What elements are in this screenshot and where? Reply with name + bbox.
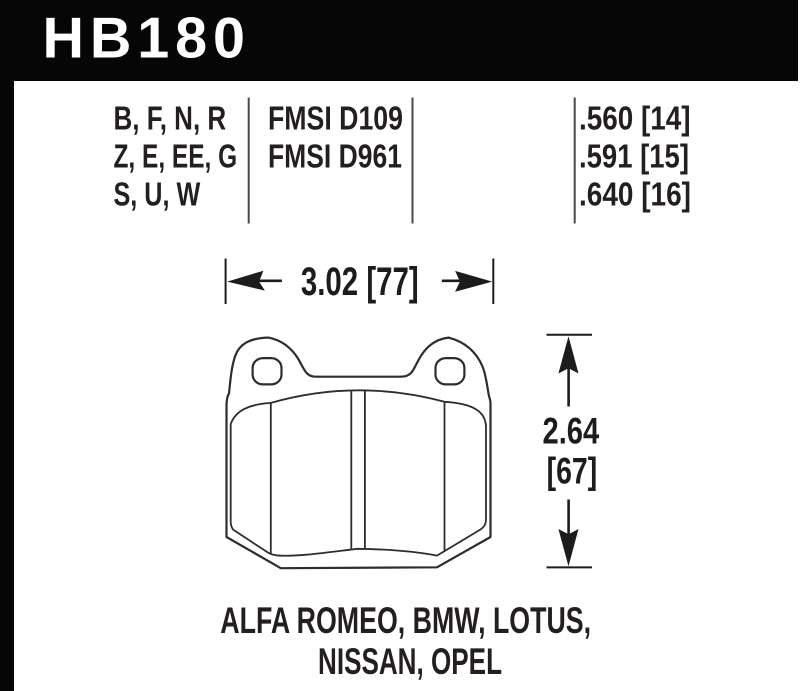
compounds-row-3: S, U, W [114, 176, 201, 213]
left-border-strip [0, 81, 14, 691]
part-number-banner [0, 0, 798, 81]
height-arrow-top-head [558, 336, 579, 374]
compounds-row-1: B, F, N, R [114, 100, 227, 137]
width-dimension-label: 3.02 [77] [301, 260, 419, 304]
spec-table: B, F, N, R Z, E, EE, G S, U, W FMSI D109… [114, 100, 692, 213]
spec-table-dividers [247, 97, 576, 224]
width-arrow-left-head [227, 270, 265, 291]
width-arrow-right-head [455, 270, 493, 292]
part-number: HB180 [43, 7, 246, 71]
fmsi-row-1: FMSI D109 [268, 100, 403, 137]
applications-line-2: NISSAN, OPEL [318, 641, 502, 682]
thickness-row-3: .640 [16] [579, 176, 691, 213]
fmsi-row-2: FMSI D961 [268, 138, 402, 175]
compounds-row-2: Z, E, EE, G [114, 138, 238, 175]
pad-friction-material-outline [229, 389, 487, 557]
width-dimension [224, 258, 495, 304]
pad-backing-plate-outline [225, 336, 492, 570]
pad-mounting-hole-right [434, 357, 466, 386]
height-dimension [546, 333, 592, 569]
brake-pad-drawing [225, 336, 492, 570]
height-dimension-label-inches: 2.64 [543, 410, 600, 452]
thickness-row-1: .560 [14] [579, 100, 691, 137]
height-dimension-label-mm: [67] [547, 450, 598, 492]
pad-mounting-hole-left [251, 357, 283, 386]
thickness-row-2: .591 [15] [579, 138, 689, 175]
height-arrow-bottom-head [558, 529, 579, 567]
applications: ALFA ROMEO, BMW, LOTUS, NISSAN, OPEL [220, 600, 591, 682]
applications-line-1: ALFA ROMEO, BMW, LOTUS, [220, 600, 591, 641]
